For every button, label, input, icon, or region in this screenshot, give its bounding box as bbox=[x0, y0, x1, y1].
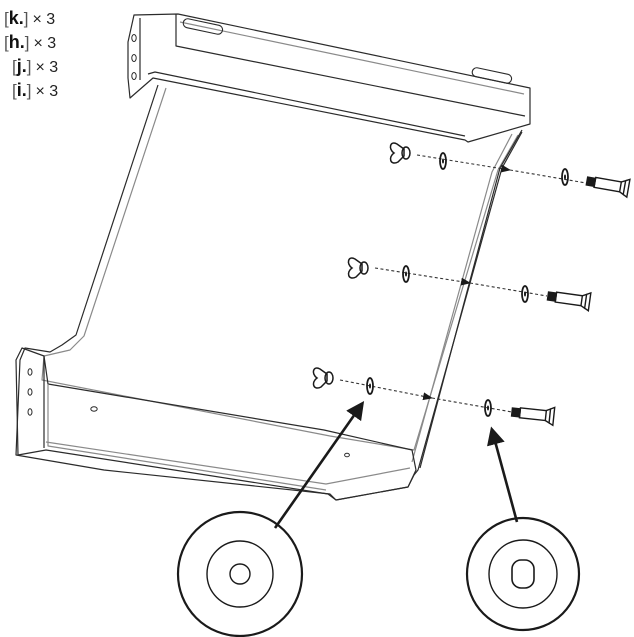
axis-dashed bbox=[374, 267, 471, 286]
parts-list: [k.]× 3 [h.]× 3 [j.]× 3 [i.]× 3 bbox=[4, 6, 58, 102]
hole bbox=[131, 54, 137, 62]
washer-icon bbox=[439, 152, 447, 170]
top-flange-fold bbox=[175, 14, 526, 117]
part-code: i. bbox=[16, 80, 27, 100]
top-flange-edge bbox=[147, 71, 466, 137]
part-qty: × 3 bbox=[35, 83, 59, 100]
hole bbox=[131, 34, 137, 42]
hole bbox=[27, 388, 33, 396]
callout-arrow-right bbox=[487, 426, 519, 523]
hole bbox=[90, 406, 98, 412]
hole bbox=[27, 368, 33, 376]
panel-right-edge-2 bbox=[411, 133, 513, 463]
bottom-flange bbox=[15, 347, 417, 501]
washer-icon bbox=[484, 399, 492, 417]
top-flange-slots bbox=[182, 18, 513, 84]
axis-dashed bbox=[469, 282, 548, 297]
panel-outline bbox=[15, 84, 523, 501]
hardware-row-2 bbox=[347, 257, 592, 312]
axis-dashed bbox=[431, 397, 513, 413]
hardware-row-3 bbox=[312, 367, 556, 427]
part-qty: × 3 bbox=[32, 11, 56, 28]
part-code: k. bbox=[8, 8, 24, 28]
bolt-icon bbox=[585, 176, 631, 199]
washer-icon bbox=[402, 265, 410, 283]
panel-inner-outline bbox=[41, 87, 519, 451]
wing-nut-icon bbox=[389, 142, 411, 164]
top-flange bbox=[127, 13, 531, 143]
lock-washer-icon bbox=[465, 516, 581, 632]
hole bbox=[27, 408, 33, 416]
panel-right-edge bbox=[419, 129, 523, 469]
top-flange-inner bbox=[179, 21, 525, 95]
bolt-icon bbox=[510, 406, 556, 427]
part-qty: × 3 bbox=[33, 35, 57, 52]
wing-nut-icon bbox=[347, 257, 369, 279]
bottom-flange-fold bbox=[45, 441, 411, 485]
washer-icon bbox=[561, 168, 569, 186]
hole bbox=[344, 452, 350, 458]
wing-nut-icon bbox=[312, 367, 334, 389]
washer-icon bbox=[366, 377, 374, 395]
part-row-i: [i.]× 3 bbox=[12, 80, 59, 100]
axis-dashed bbox=[509, 169, 587, 184]
part-code: h. bbox=[8, 32, 25, 52]
callout-arrow-left bbox=[273, 401, 365, 529]
part-row-h: [h.]× 3 bbox=[4, 32, 57, 52]
bolt-icon bbox=[546, 291, 592, 312]
slot-right bbox=[471, 67, 513, 84]
washer-icon bbox=[521, 285, 529, 303]
axis-dashed bbox=[339, 379, 433, 401]
part-qty: × 3 bbox=[35, 59, 59, 76]
axis-dashed bbox=[416, 154, 511, 173]
slot-left bbox=[182, 18, 224, 35]
bottom-flange-inner bbox=[47, 384, 327, 491]
hole bbox=[131, 72, 137, 80]
part-code: j. bbox=[16, 56, 27, 76]
side-holes bbox=[27, 34, 350, 458]
flat-washer-icon bbox=[176, 510, 304, 637]
hardware-row-1 bbox=[389, 142, 631, 199]
part-row-j: [j.]× 3 bbox=[12, 56, 59, 76]
part-row-k: [k.]× 3 bbox=[4, 8, 56, 28]
shelf-panel bbox=[15, 13, 531, 501]
